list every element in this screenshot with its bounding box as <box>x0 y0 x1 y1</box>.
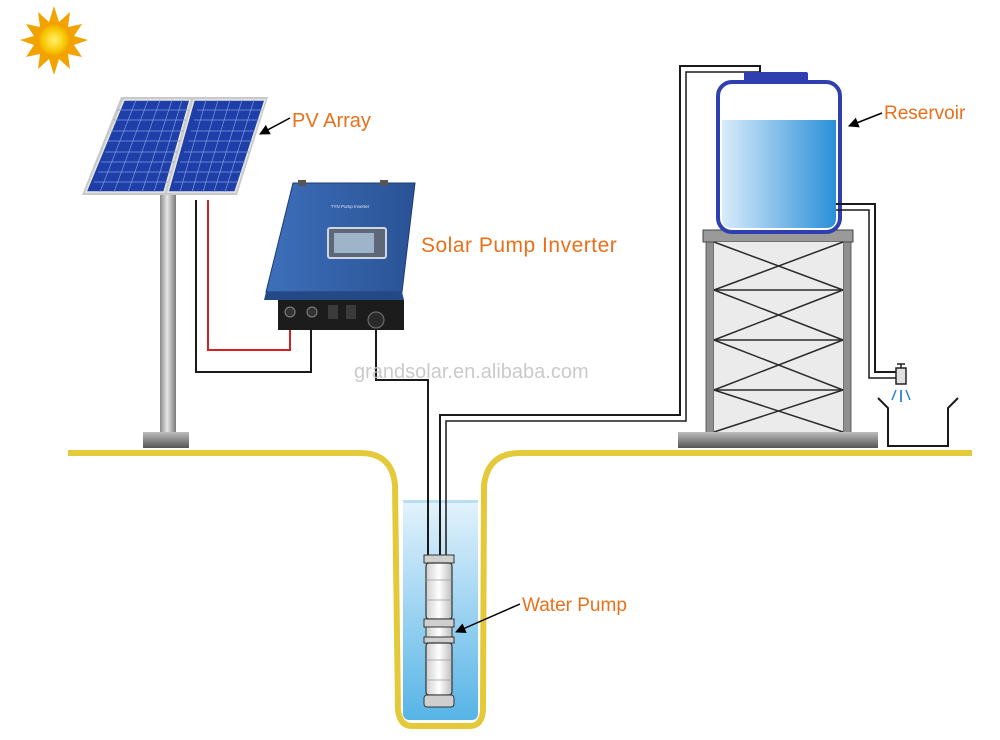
pv-pole <box>160 190 176 435</box>
reservoir-tower <box>678 229 878 448</box>
water-pump-label: Water Pump <box>522 595 627 616</box>
reservoir-label: Reservoir <box>884 103 966 124</box>
dc-cable-black <box>195 200 312 373</box>
solar-pump-inverter-label: Solar Pump Inverter <box>421 234 617 257</box>
outlet-pipe <box>836 203 898 373</box>
solar-pump-inverter: TYN Pump Inverter <box>264 180 416 330</box>
pv-array <box>82 97 268 195</box>
reservoir-pointer <box>848 112 883 128</box>
pv-array-label: PV Array <box>292 110 371 132</box>
tower-base <box>678 432 878 448</box>
sun-icon <box>20 6 88 75</box>
ground-line <box>68 450 972 729</box>
water-pump-pointer <box>455 603 521 634</box>
faucet-icon <box>891 363 911 402</box>
reservoir-tank <box>716 72 842 234</box>
basin <box>877 397 959 447</box>
watermark: grandsolar.en.alibaba.com <box>354 361 589 383</box>
water-pipe <box>439 65 761 560</box>
pump-cable <box>375 330 429 555</box>
pv-pole-base <box>143 432 189 448</box>
dc-cable-red <box>207 200 291 351</box>
inverter-nameplate: TYN Pump Inverter <box>331 204 370 209</box>
pv-array-pointer <box>259 117 291 135</box>
water-pump <box>423 554 455 708</box>
